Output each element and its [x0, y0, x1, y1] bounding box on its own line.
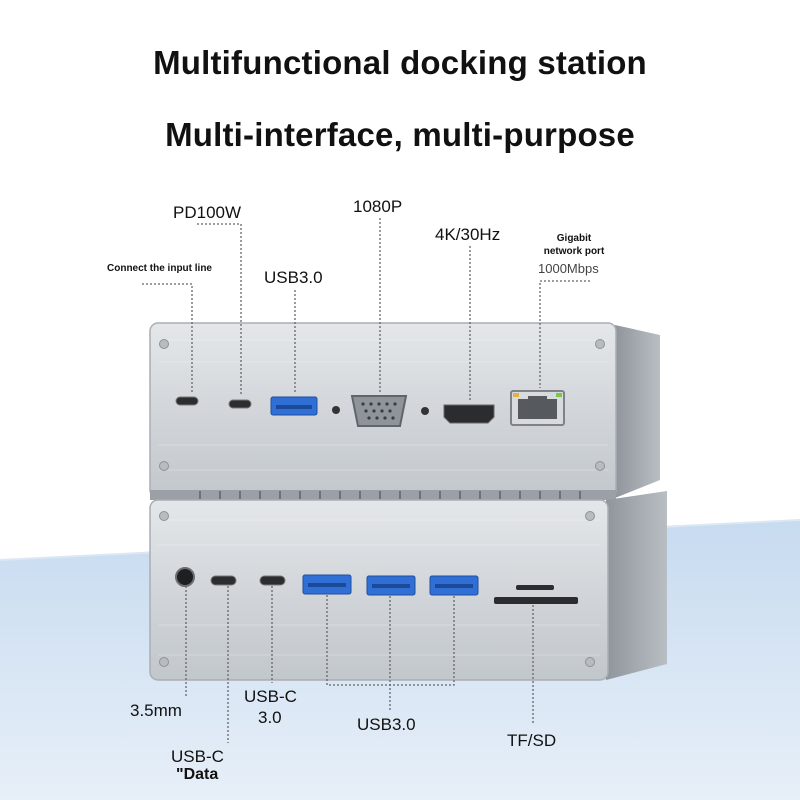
top-unit [149, 322, 660, 499]
label-usbc30-2: 3.0 [258, 708, 282, 727]
audio-jack [175, 567, 195, 587]
label-pd100w: PD100W [173, 203, 242, 222]
tf-slot [516, 585, 554, 590]
usb-c-input-port [175, 396, 199, 406]
label-usbc-data-2: "Data [176, 766, 219, 783]
label-network-port: network port [543, 246, 605, 257]
hdmi-port [443, 404, 495, 424]
label-1080p: 1080P [353, 197, 403, 216]
label-input-line: Connect the input line [107, 263, 212, 274]
subheadline: Multi-interface, multi-purpose [165, 116, 635, 153]
usb-c-pd-port [228, 399, 252, 409]
leader-lines [142, 218, 590, 743]
vga-port [350, 395, 408, 427]
label-4k30hz: 4K/30Hz [435, 225, 501, 244]
label-gigabit: Gigabit [556, 233, 592, 244]
bottom-unit [149, 490, 667, 681]
label-usbc-data-1: USB-C [171, 747, 224, 766]
usb-c-data-port [210, 575, 237, 586]
sd-slot [494, 597, 578, 604]
label-usb3-bottom: USB3.0 [357, 715, 416, 734]
label-3-5mm: 3.5mm [130, 701, 182, 720]
headline: Multifunctional docking station [153, 44, 647, 81]
usb-c-30-port [259, 575, 286, 586]
label-usb3-top: USB3.0 [264, 268, 323, 287]
label-usbc30-1: USB-C [244, 687, 297, 706]
label-tf-sd: TF/SD [507, 731, 557, 750]
label-1000mbps: 1000Mbps [538, 261, 599, 276]
